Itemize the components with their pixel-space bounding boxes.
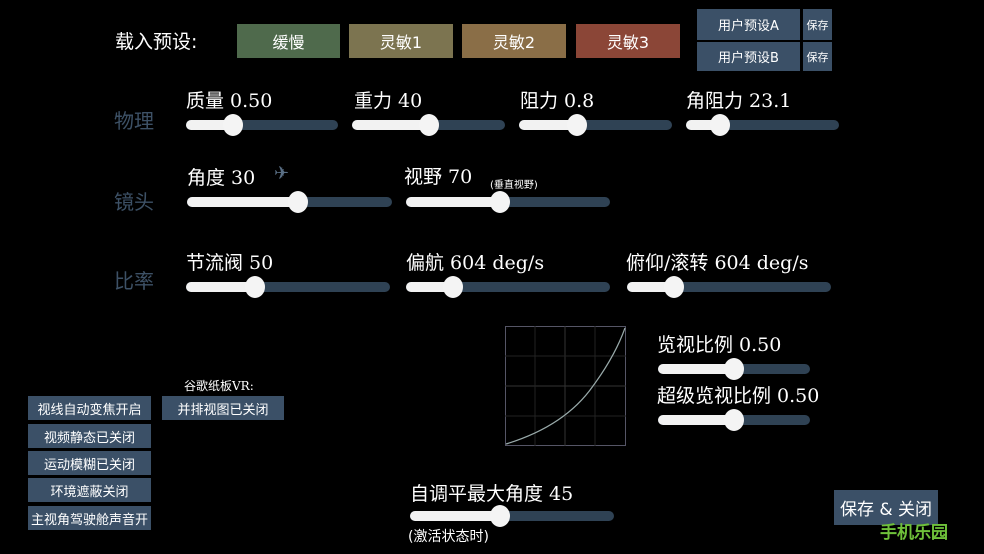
fov-slider[interactable] — [406, 191, 610, 213]
camera-angle-slider[interactable] — [187, 191, 392, 213]
slider-fill — [658, 415, 734, 425]
slider-fill — [406, 197, 500, 207]
drone-icon: ✈ — [274, 163, 290, 184]
section-physics: 物理 — [114, 109, 154, 133]
expo-slider[interactable] — [658, 358, 810, 380]
slider-fill — [186, 282, 256, 292]
side-by-side-toggle[interactable]: 并排视图已关闭 — [162, 396, 284, 420]
slider-thumb[interactable] — [709, 114, 730, 136]
super-expo-slider[interactable] — [658, 409, 810, 431]
pitch-roll-slider[interactable] — [627, 276, 831, 298]
video-static-toggle[interactable]: 视频静态已关闭 — [28, 424, 151, 448]
cockpit-sound-toggle[interactable]: 主视角驾驶舱声音开 — [28, 506, 151, 530]
expo-label: 览视比例 0.50 — [657, 334, 782, 356]
auto-level-note: (激活状态时) — [408, 529, 489, 545]
cardboard-vr-label: 谷歌纸板VR: — [184, 379, 254, 393]
mass-label: 质量 0.50 — [186, 90, 273, 112]
save-preset-b-button[interactable]: 保存 — [803, 42, 832, 71]
auto-level-slider[interactable] — [410, 505, 614, 527]
watermark-logo: 手机乐园 — [880, 523, 948, 543]
motion-blur-toggle[interactable]: 运动模糊已关闭 — [28, 451, 151, 475]
slider-thumb[interactable] — [663, 276, 684, 298]
preset-agile1-button[interactable]: 灵敏1 — [349, 24, 453, 58]
graph-grid — [505, 326, 626, 446]
angular-drag-label: 角阻力 23.1 — [686, 90, 792, 112]
save-preset-a-button[interactable]: 保存 — [803, 9, 832, 40]
slider-thumb[interactable] — [245, 276, 266, 298]
preset-slow-button[interactable]: 缓慢 — [237, 24, 340, 58]
slider-fill — [519, 120, 578, 130]
throttle-slider[interactable] — [186, 276, 390, 298]
ambient-occlusion-toggle[interactable]: 环境遮蔽关闭 — [28, 478, 151, 502]
preset-agile3-button[interactable]: 灵敏3 — [576, 24, 680, 58]
yaw-slider[interactable] — [406, 276, 610, 298]
slider-thumb[interactable] — [489, 505, 510, 527]
slider-fill — [627, 282, 674, 292]
super-expo-label: 超级览视比例 0.50 — [657, 385, 820, 407]
slider-fill — [658, 364, 734, 374]
slider-thumb[interactable] — [724, 409, 744, 431]
angular-drag-slider[interactable] — [686, 114, 839, 136]
drag-label: 阻力 0.8 — [520, 90, 595, 112]
auto-level-label: 自调平最大角度 45 — [410, 483, 574, 505]
gravity-slider[interactable] — [352, 114, 505, 136]
slider-fill — [186, 120, 234, 130]
section-rates: 比率 — [114, 269, 154, 293]
slider-fill — [410, 511, 500, 521]
yaw-label: 偏航 604 deg/s — [406, 252, 545, 274]
slider-thumb[interactable] — [724, 358, 744, 380]
gravity-label: 重力 40 — [354, 90, 423, 112]
user-preset-a-button[interactable]: 用户预设A — [697, 9, 800, 40]
slider-thumb[interactable] — [223, 114, 244, 136]
rate-curve-graph — [505, 326, 626, 446]
slider-thumb[interactable] — [442, 276, 463, 298]
slider-thumb[interactable] — [287, 191, 308, 213]
slider-thumb[interactable] — [418, 114, 439, 136]
section-camera: 镜头 — [114, 190, 154, 214]
camera-angle-label: 角度 30 — [187, 167, 256, 189]
save-close-button[interactable]: 保存 & 关闭 — [834, 490, 938, 525]
slider-thumb[interactable] — [489, 191, 510, 213]
drag-slider[interactable] — [519, 114, 672, 136]
throttle-label: 节流阀 50 — [186, 252, 274, 274]
rate-curve-line — [505, 327, 626, 445]
slider-fill — [187, 197, 298, 207]
slider-fill — [406, 282, 453, 292]
auto-zoom-toggle[interactable]: 视线自动变焦开启 — [28, 396, 151, 420]
load-preset-label: 载入预设: — [115, 31, 198, 53]
user-preset-b-button[interactable]: 用户预设B — [697, 42, 800, 71]
slider-fill — [686, 120, 720, 130]
slider-fill — [352, 120, 429, 130]
pitch-roll-label: 俯仰/滚转 604 deg/s — [626, 252, 809, 274]
mass-slider[interactable] — [186, 114, 338, 136]
fov-note: (垂直视野) — [490, 180, 538, 191]
slider-thumb[interactable] — [567, 114, 588, 136]
fov-label: 视野 70 — [404, 166, 473, 188]
preset-agile2-button[interactable]: 灵敏2 — [462, 24, 566, 58]
